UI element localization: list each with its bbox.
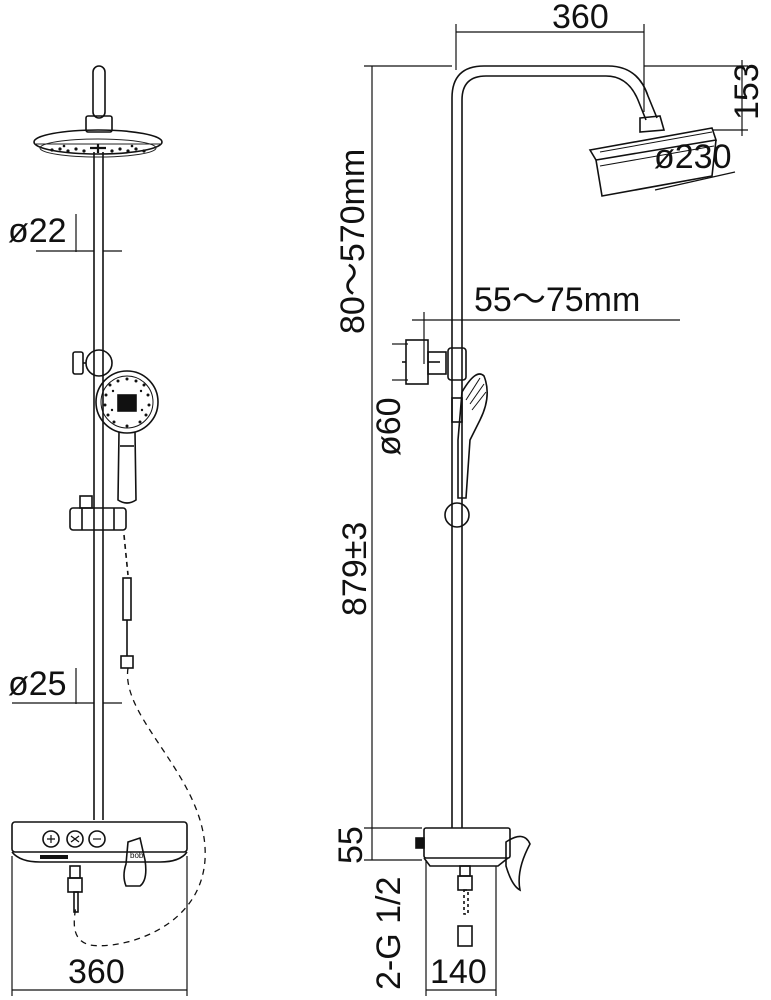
holder-side [447,347,467,381]
slide-bracket [69,495,127,531]
dimension-top-arm-length: 360 [552,0,609,36]
hose-fittings-front [120,534,134,669]
thermostat-body-side [415,827,531,947]
overhead-head-side [588,127,718,197]
dimension-rod-diameter-bottom: ø25 [8,665,67,703]
dimension-slide-range: 55～75mm [474,281,641,319]
dimension-inlet-thread: 2-G 1/2 [370,876,408,990]
panel-label: bob [130,851,144,860]
dimension-holder-diameter: ø60 [370,397,408,456]
dimension-front-width: 360 [68,953,125,991]
dimension-rod-diameter-top: ø22 [8,212,67,250]
dimension-inlet-spacing: 140 [430,953,487,991]
dimension-head-drop: 153 [728,63,766,120]
dimension-height-main: 879±3 [336,521,374,616]
wall-bracket-side [392,339,447,385]
dimension-head-diameter: ø230 [654,138,732,176]
hand-shower-front [95,370,159,504]
shower-arm-outer [451,65,658,320]
dimension-height-adjust: 80～570mm [334,148,372,334]
hand-shower-side [451,373,488,499]
holder-knob [72,349,113,377]
head-connector [85,115,113,133]
overhead-shower-head [33,129,163,158]
dimension-valve-height: 55 [332,826,370,864]
slide-knob-side [444,502,470,528]
front-view: bob [11,65,206,996]
side-view [364,24,748,996]
shower-arm-inner [461,75,647,320]
riser-top-stub [92,65,106,119]
thermostat-panel-front: bob [11,821,188,913]
